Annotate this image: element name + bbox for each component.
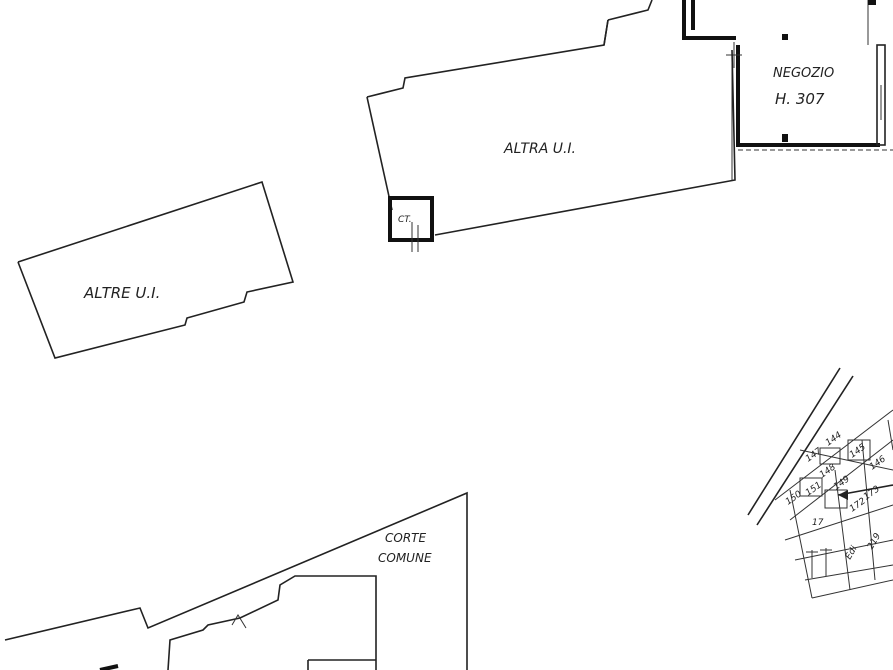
corte-comune-area xyxy=(4,491,468,670)
negozio-height-label: H. 307 xyxy=(775,90,825,108)
altre-ui-label: ALTRE U.I. xyxy=(83,284,160,302)
staircase-mark: 144 xyxy=(824,430,844,448)
staircase-mark: 147 xyxy=(804,446,824,464)
corte-label: CORTE xyxy=(385,531,426,545)
staircase-mark: 150 xyxy=(784,489,804,507)
staircase-mark: Edi xyxy=(844,544,860,561)
pillar xyxy=(868,0,876,5)
staircase-mark: 145 xyxy=(848,442,868,460)
ct-label: CT. xyxy=(398,215,412,225)
staircase-mark: 17 xyxy=(812,518,824,528)
negozio-room xyxy=(603,0,893,180)
comune-label: COMUNE xyxy=(378,551,432,565)
pillar xyxy=(782,134,788,142)
ct-room xyxy=(388,196,434,242)
staircase-detail xyxy=(747,367,893,599)
altra-ui-unit xyxy=(366,19,736,252)
negozio-label: NEGOZIO xyxy=(773,66,834,81)
altre-ui-unit xyxy=(17,180,295,359)
pillar xyxy=(782,34,788,40)
staircase-mark: 219 xyxy=(866,531,883,551)
altra-ui-label: ALTRA U.I. xyxy=(503,141,576,157)
